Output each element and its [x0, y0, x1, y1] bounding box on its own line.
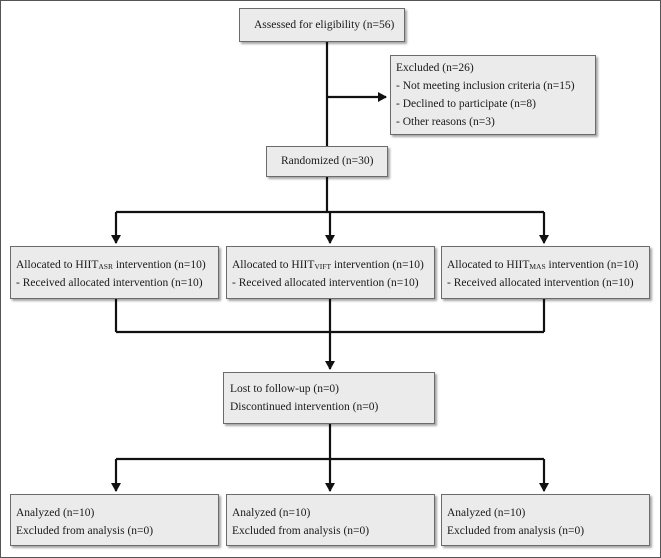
- allocation-prefix: Allocated to HIIT: [16, 259, 99, 271]
- lost-to-followup: Lost to follow-up (n=0): [230, 383, 340, 395]
- excluded-from-analysis: Excluded from analysis (n=0): [447, 525, 585, 537]
- excluded-box: Excluded (n=26) - Not meeting inclusion …: [390, 55, 596, 135]
- allocation-label: Allocated to HIITMAS intervention (n=10): [447, 257, 649, 275]
- allocation-subscript: VIFT: [314, 262, 332, 271]
- allocation-prefix: Allocated to HIIT: [232, 259, 315, 271]
- allocation-box-mas: Allocated to HIITMAS intervention (n=10)…: [441, 246, 650, 299]
- excluded-from-analysis: Excluded from analysis (n=0): [232, 525, 370, 537]
- allocation-subscript: ASR: [98, 262, 113, 271]
- randomized-box: Randomized (n=30): [266, 146, 388, 177]
- assessed-box: Assessed for eligibility (n=56): [239, 8, 405, 42]
- allocation-label: Allocated to HIITASR intervention (n=10): [16, 257, 218, 275]
- analysis-box-vift: Analyzed (n=10) Excluded from analysis (…: [226, 494, 435, 546]
- excluded-reason-other: - Other reasons (n=3): [396, 116, 495, 128]
- allocation-suffix: intervention (n=10): [545, 259, 639, 271]
- allocation-subscript: MAS: [529, 262, 546, 271]
- allocation-received: - Received allocated intervention (n=10): [16, 277, 203, 289]
- excluded-from-analysis: Excluded from analysis (n=0): [16, 525, 154, 537]
- allocation-suffix: intervention (n=10): [331, 259, 424, 271]
- allocation-received: - Received allocated intervention (n=10): [447, 277, 634, 289]
- allocation-box-asr: Allocated to HIITASR intervention (n=10)…: [10, 246, 219, 299]
- discontinued-intervention: Discontinued intervention (n=0): [230, 401, 379, 413]
- excluded-title: Excluded (n=26): [396, 62, 474, 74]
- allocation-suffix: intervention (n=10): [112, 259, 206, 271]
- allocation-prefix: Allocated to HIIT: [447, 259, 530, 271]
- allocation-label: Allocated to HIITVIFT intervention (n=10…: [232, 257, 434, 275]
- excluded-reason-declined: - Declined to participate (n=8): [396, 98, 536, 110]
- analyzed-count: Analyzed (n=10): [232, 507, 311, 519]
- analysis-box-mas: Analyzed (n=10) Excluded from analysis (…: [441, 494, 650, 546]
- analyzed-count: Analyzed (n=10): [16, 507, 95, 519]
- assessed-label: Assessed for eligibility (n=56): [254, 19, 395, 31]
- allocation-box-vift: Allocated to HIITVIFT intervention (n=10…: [226, 246, 435, 299]
- analyzed-count: Analyzed (n=10): [447, 507, 526, 519]
- analysis-box-asr: Analyzed (n=10) Excluded from analysis (…: [10, 494, 219, 546]
- followup-box: Lost to follow-up (n=0) Discontinued int…: [223, 372, 435, 424]
- randomized-label: Randomized (n=30): [281, 155, 374, 167]
- excluded-reason-inclusion: - Not meeting inclusion criteria (n=15): [396, 80, 575, 92]
- allocation-received: - Received allocated intervention (n=10): [232, 277, 419, 289]
